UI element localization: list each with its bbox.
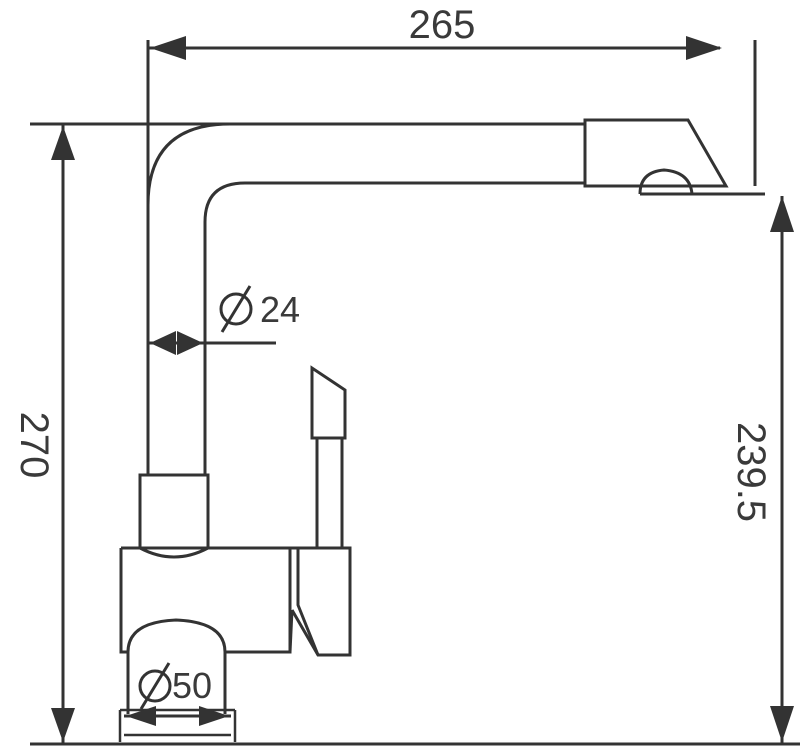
- diameter-symbol-icon: [219, 285, 253, 333]
- lever-housing-edge: [288, 609, 294, 653]
- reach-dimension-label: 265: [409, 3, 476, 47]
- lever-housing: [290, 546, 352, 657]
- total-height-label: 270: [12, 412, 56, 479]
- spout-outer-contour: [146, 122, 585, 475]
- total-height-dimension: 270: [12, 122, 270, 744]
- reach-arrow-right: [686, 36, 722, 60]
- total-height-arrow-top: [51, 126, 75, 160]
- spout-height-dimension: 239.5: [640, 192, 794, 744]
- spout-height-label: 239.5: [729, 422, 773, 522]
- spout-inner-contour: [203, 181, 585, 475]
- lever-stem: [315, 436, 344, 548]
- mounting-flange: [118, 708, 237, 742]
- base-diameter-arrow-left: [126, 706, 156, 726]
- collar-curve: [139, 546, 209, 559]
- column-diameter-label: 24: [260, 289, 300, 330]
- valve-body-left: [119, 548, 130, 714]
- aerator-nozzle: [638, 168, 694, 195]
- aerator-head: [583, 118, 729, 188]
- spout-height-arrow-bottom: [770, 706, 794, 742]
- column-collar: [138, 473, 210, 550]
- reach-dimension: 265: [146, 3, 757, 470]
- lever-housing-inner: [296, 548, 320, 656]
- column-diameter-arrow-left: [150, 331, 176, 355]
- base-diameter-label: 50: [172, 665, 212, 706]
- base-arch: [126, 618, 227, 653]
- diameter-symbol-icon: [138, 662, 172, 710]
- faucet-outline: [118, 118, 729, 742]
- column-diameter-arrow-right: [177, 331, 203, 355]
- column-diameter-dimension: 24: [148, 285, 300, 355]
- base-diameter-dimension: 50: [124, 662, 231, 726]
- total-height-arrow-bottom: [51, 708, 75, 742]
- base-diameter-arrow-right: [199, 706, 229, 726]
- reach-arrow-left: [150, 36, 186, 60]
- lever-handle: [310, 365, 347, 440]
- spout-height-arrow-top: [770, 196, 794, 232]
